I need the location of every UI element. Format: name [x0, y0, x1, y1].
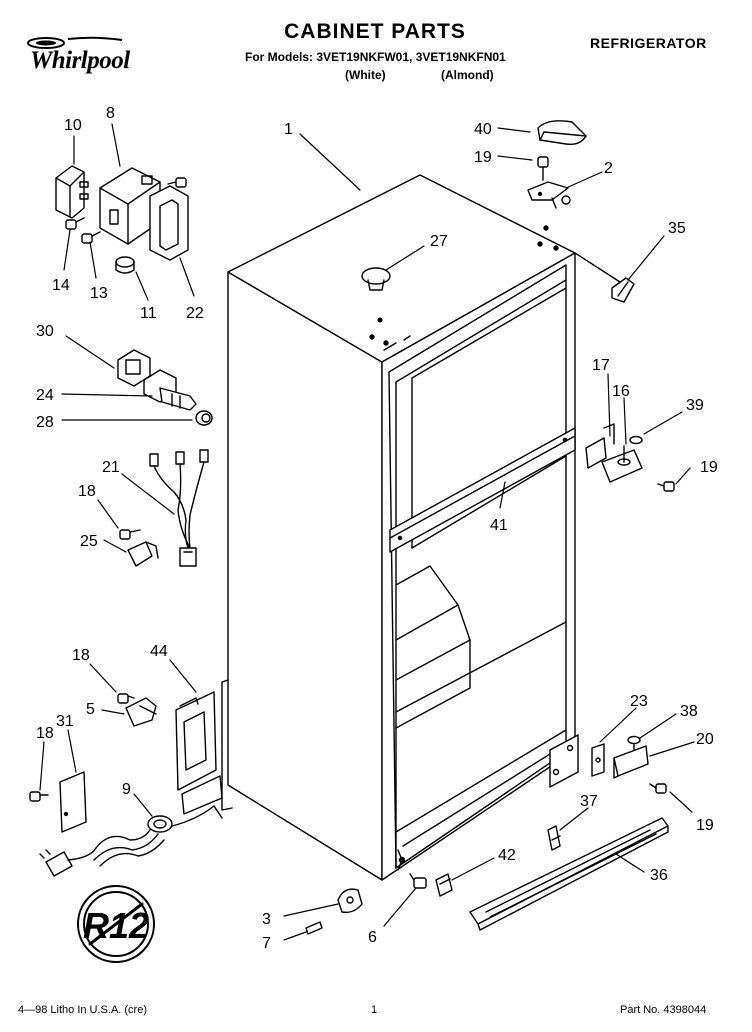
callout-8: 8 [106, 105, 115, 122]
part-19-screw-top [537, 156, 549, 181]
callout-3: 3 [262, 911, 271, 928]
part-41-mullion [389, 427, 576, 553]
callout-18-c: 18 [36, 725, 54, 742]
r12-refrigerant-seal [77, 885, 155, 963]
variant-white-label: (White) [345, 68, 386, 82]
part-24-thermostat-knob [143, 369, 197, 411]
part-10-relay [55, 165, 89, 219]
footer-part-number: Part No. 4398044 [620, 1004, 707, 1016]
callout-35: 35 [668, 220, 686, 237]
callout-numbers: 1 2 3 5 6 7 8 9 10 11 13 14 16 17 18 18 … [36, 105, 718, 952]
part-17-hinge-bracket [585, 423, 615, 469]
part-11-grommet [115, 256, 135, 274]
part-42-clip [435, 873, 453, 897]
variant-almond-label: (Almond) [441, 68, 494, 82]
callout-19-a: 19 [474, 149, 492, 166]
callout-38: 38 [680, 703, 698, 720]
part-44-cover-plate [175, 691, 223, 815]
part-21-wire-harness [149, 449, 209, 567]
part-2-top-hinge [527, 181, 571, 209]
logo-swoosh-icon [27, 36, 123, 49]
part-3-leveler-mount [337, 888, 363, 914]
callout-42: 42 [498, 847, 516, 864]
part-18-screw-mid [119, 529, 141, 540]
leader-lines [39, 123, 695, 941]
part-6-screw [409, 873, 427, 889]
bottom-hinge-plate [549, 734, 579, 788]
logo-wordmark: Whirlpool [30, 47, 130, 74]
part-40-hinge-cover [537, 120, 587, 146]
part-28-ring [195, 410, 213, 426]
callout-40: 40 [474, 121, 492, 138]
screw-top-right-control [167, 177, 187, 188]
part-5-clamp [125, 697, 157, 727]
part-18-screw-lower [117, 693, 135, 704]
part-25-clip [127, 541, 159, 567]
callout-21: 21 [102, 459, 120, 476]
callout-6: 6 [368, 929, 377, 946]
part-14-screw [65, 217, 85, 230]
callout-19-c: 19 [696, 817, 714, 834]
callout-41: 41 [490, 517, 508, 534]
part-19-screw-bottom [649, 783, 667, 794]
callout-36: 36 [650, 867, 668, 884]
part-38-washer [627, 735, 641, 755]
seal-label: R12 [83, 905, 149, 946]
part-36-toe-grille [469, 817, 669, 931]
callout-18-a: 18 [78, 483, 96, 500]
callout-14: 14 [52, 277, 70, 294]
callout-44: 44 [150, 643, 168, 660]
footer-print-info: 4—98 Litho In U.S.A. (cre) [18, 1004, 147, 1016]
callout-39: 39 [686, 397, 704, 414]
part-39-washer [629, 435, 643, 445]
part-27-cap [361, 267, 391, 291]
cabinet-shell [221, 174, 621, 881]
callout-16: 16 [612, 383, 630, 400]
callout-13: 13 [90, 285, 108, 302]
part-7-leveler-screw [305, 921, 323, 935]
callout-10: 10 [64, 117, 82, 134]
model-numbers: For Models: 3VET19NKFW01, 3VET19NKFN01 [245, 50, 506, 64]
part-18-screw-left [29, 791, 49, 802]
page-title: CABINET PARTS [284, 20, 466, 43]
callout-2: 2 [604, 160, 613, 177]
callout-28: 28 [36, 414, 54, 431]
callout-19-b: 19 [700, 459, 718, 476]
callout-23: 23 [630, 693, 648, 710]
callout-11: 11 [140, 305, 157, 322]
appliance-category: REFRIGERATOR [590, 35, 707, 51]
callout-25: 25 [80, 533, 98, 550]
callout-18-b: 18 [72, 647, 90, 664]
callout-17: 17 [592, 357, 610, 374]
whirlpool-logo: Whirlpool [24, 34, 156, 76]
part-22-bracket [149, 185, 189, 261]
callout-9: 9 [122, 781, 131, 798]
part-13-screw [81, 231, 101, 244]
callout-31: 31 [56, 713, 74, 730]
callout-22: 22 [186, 305, 204, 322]
callout-7: 7 [262, 935, 271, 952]
callout-5: 5 [86, 701, 95, 718]
part-16-center-hinge [601, 445, 643, 483]
callout-27: 27 [430, 233, 448, 250]
footer-page-number: 1 [371, 1004, 378, 1016]
part-37-clip [547, 825, 561, 851]
callout-30: 30 [36, 323, 54, 340]
part-31-service-cover [59, 771, 87, 833]
part-19-screw-mid [657, 481, 675, 492]
part-23-shim [591, 743, 605, 777]
part-9-power-cord [39, 805, 223, 877]
part-20-bottom-hinge [613, 745, 649, 779]
callout-24: 24 [36, 387, 54, 404]
part-35-plug [611, 277, 635, 303]
callout-20: 20 [696, 731, 714, 748]
callout-1: 1 [284, 121, 293, 138]
callout-37: 37 [580, 793, 598, 810]
